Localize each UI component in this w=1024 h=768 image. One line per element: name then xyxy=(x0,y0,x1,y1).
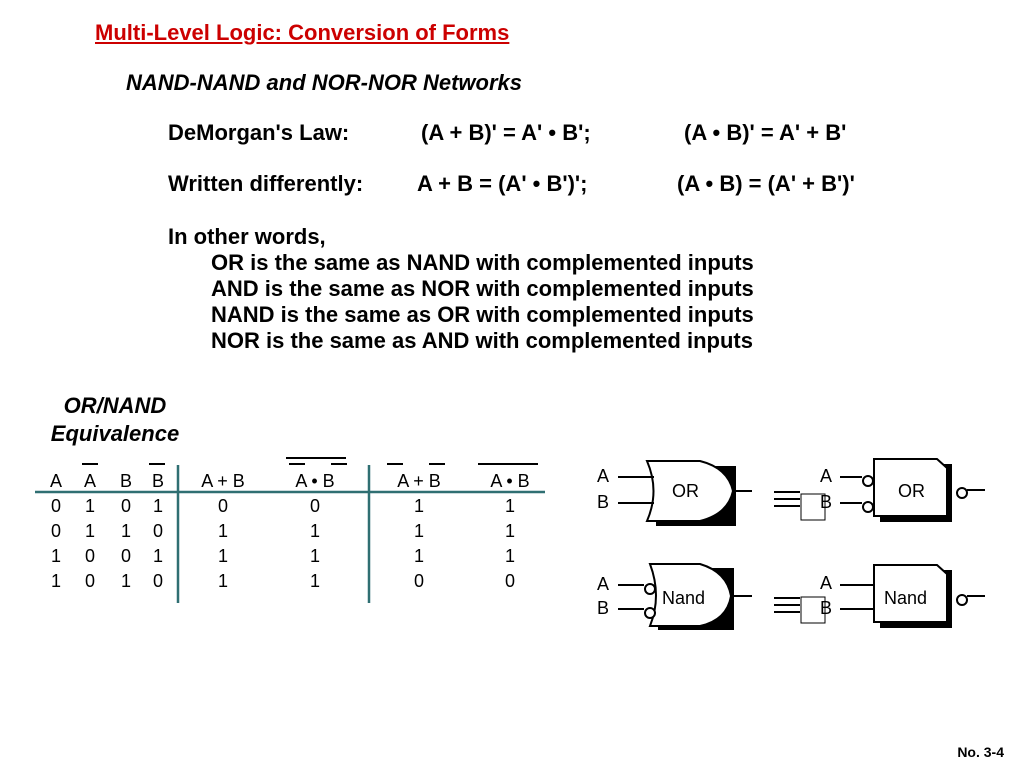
table-cell: 1 xyxy=(121,521,131,541)
nand-gate-shape xyxy=(873,564,948,623)
table-header-cell: A • B xyxy=(295,471,334,491)
header-overbars xyxy=(82,457,538,465)
table-cell: 1 xyxy=(153,496,163,516)
demorgan-equation-1: (A + B)' = A' • B'; xyxy=(421,120,591,145)
table-header-cell: A xyxy=(84,471,96,491)
rule-or-nand: OR is the same as NAND with complemented… xyxy=(211,250,754,275)
gate3-bubble-b xyxy=(644,607,656,619)
table-cell: 0 xyxy=(51,496,61,516)
table-header-cell: B xyxy=(152,471,164,491)
table-cell: 0 xyxy=(85,546,95,566)
table-cell: 0 xyxy=(51,521,61,541)
equivalence-title: OR/NAND Equivalence xyxy=(50,393,180,446)
rule-nand-or: NAND is the same as OR with complemented… xyxy=(211,302,754,327)
table-cell: 1 xyxy=(414,496,424,516)
nand-gate-label: Nand xyxy=(884,588,927,608)
gate1-input-b: B xyxy=(597,492,609,512)
slide-title: Multi-Level Logic: Conversion of Forms xyxy=(95,20,510,45)
gate3-input-a: A xyxy=(597,574,609,594)
gate2-input-a: A xyxy=(820,466,832,486)
table-cell: 1 xyxy=(414,521,424,541)
table-cell: 1 xyxy=(85,496,95,516)
equiv-box-top xyxy=(800,493,826,521)
other-words-label: In other words, xyxy=(168,224,326,249)
table-cell: 1 xyxy=(218,546,228,566)
gate2-label: OR xyxy=(898,481,925,501)
table-cell: 0 xyxy=(153,571,163,591)
gate4-output-bubble xyxy=(956,594,968,606)
nand-shape-or-label xyxy=(873,458,948,517)
table-cell: 0 xyxy=(85,571,95,591)
gate3-label: Nand xyxy=(662,588,705,608)
table-cell: 0 xyxy=(121,546,131,566)
table-cell: 1 xyxy=(310,521,320,541)
table-cell: 0 xyxy=(414,571,424,591)
equivalence-symbol-top xyxy=(774,491,826,521)
written-equation-1: A + B = (A' • B')'; xyxy=(417,171,588,196)
table-cell: 1 xyxy=(310,571,320,591)
table-cell: 1 xyxy=(218,571,228,591)
gate3-bubble-a xyxy=(644,583,656,595)
truth-table xyxy=(35,465,545,603)
table-cell: 0 xyxy=(505,571,515,591)
table-header-cell: A • B xyxy=(490,471,529,491)
equiv-box-bottom xyxy=(800,596,826,624)
table-header-cell: A + B xyxy=(201,471,245,491)
table-cell: 1 xyxy=(505,496,515,516)
rule-and-nor: AND is the same as NOR with complemented… xyxy=(211,276,754,301)
gate2-bubble-a xyxy=(862,475,874,487)
table-header-cell: A + B xyxy=(397,471,441,491)
gate-or-plain: A B OR xyxy=(597,460,752,526)
gate2-input-b: B xyxy=(820,492,832,512)
gate2-bubble-b xyxy=(862,501,874,513)
table-cell: 0 xyxy=(310,496,320,516)
gate-nand-bubbled-inputs: A B OR xyxy=(820,458,985,522)
table-cell: 1 xyxy=(85,521,95,541)
table-cell: 1 xyxy=(51,546,61,566)
gate2-output-bubble xyxy=(956,487,968,499)
or-gate-label: OR xyxy=(672,481,699,501)
table-header-cell: A xyxy=(50,471,62,491)
page-number: No. 3-4 xyxy=(957,744,1004,760)
gate3-input-b: B xyxy=(597,598,609,618)
table-cell: 1 xyxy=(414,546,424,566)
equivalence-symbol-bottom xyxy=(774,596,826,624)
table-cell: 1 xyxy=(505,521,515,541)
gate1-input-a: A xyxy=(597,466,609,486)
table-cell: 1 xyxy=(505,546,515,566)
rule-nor-and: NOR is the same as AND with complemented… xyxy=(211,328,753,353)
table-cell: 0 xyxy=(153,521,163,541)
gate-nand-plain: A B Nand xyxy=(820,564,985,628)
gate4-input-b: B xyxy=(820,598,832,618)
gate-or-bubbled-inputs: A B Nand xyxy=(597,563,752,630)
written-differently-label: Written differently: xyxy=(168,171,364,196)
written-equation-2: (A • B) = (A' + B')' xyxy=(677,171,855,196)
demorgan-label: DeMorgan's Law: xyxy=(168,120,350,145)
demorgan-equation-2: (A • B)' = A' + B' xyxy=(684,120,847,145)
table-cell: 1 xyxy=(310,546,320,566)
table-cell: 1 xyxy=(153,546,163,566)
slide-subtitle: NAND-NAND and NOR-NOR Networks xyxy=(126,70,523,95)
or-gate-shape xyxy=(645,460,735,522)
table-cell: 1 xyxy=(121,571,131,591)
table-cell: 1 xyxy=(51,571,61,591)
table-header-cell: B xyxy=(120,471,132,491)
table-cell: 0 xyxy=(121,496,131,516)
or-gate-bubbled-shape xyxy=(648,563,733,627)
table-cell: 1 xyxy=(218,521,228,541)
gate4-input-a: A xyxy=(820,573,832,593)
table-cell: 0 xyxy=(218,496,228,516)
